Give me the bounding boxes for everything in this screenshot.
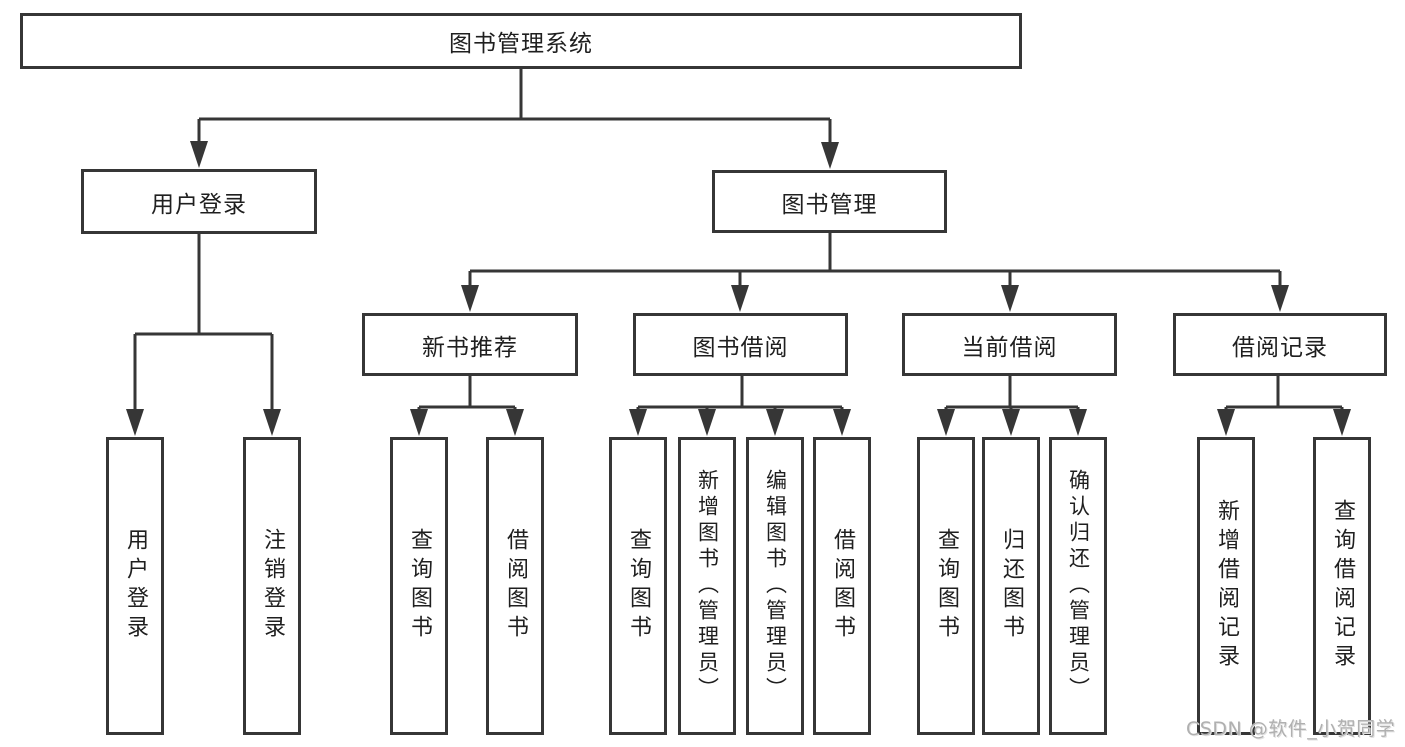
arrowheads	[126, 141, 1351, 436]
csdn-watermark: CSDN @软件_小贺同学	[1186, 718, 1396, 740]
leaf-borrow-books-borrowing: 借阅图书	[813, 437, 871, 735]
leaf-add-book-admin: 新增图书（管理员）	[678, 437, 736, 735]
leaf-edit-book-admin: 编辑图书（管理员）	[746, 437, 804, 735]
node-new-book-recommend: 新书推荐	[362, 313, 578, 376]
leaf-query-borrow-record: 查询借阅记录	[1313, 437, 1371, 735]
node-book-borrowing: 图书借阅	[633, 313, 848, 376]
node-book-management: 图书管理	[712, 170, 947, 233]
leaf-query-books-recommend: 查询图书	[390, 437, 448, 735]
leaf-query-books-borrowing: 查询图书	[609, 437, 667, 735]
connector-paths	[133, 69, 1344, 414]
leaf-add-borrow-record: 新增借阅记录	[1197, 437, 1255, 735]
leaf-logout: 注销登录	[243, 437, 301, 735]
leaf-return-books: 归还图书	[982, 437, 1040, 735]
node-system-root: 图书管理系统	[20, 13, 1022, 69]
leaf-confirm-return-admin: 确认归还（管理员）	[1049, 437, 1107, 735]
leaf-query-books-current: 查询图书	[917, 437, 975, 735]
node-user-login: 用户登录	[81, 169, 317, 234]
node-borrowing-records: 借阅记录	[1173, 313, 1387, 376]
node-current-borrowing: 当前借阅	[902, 313, 1117, 376]
leaf-borrow-books-recommend: 借阅图书	[486, 437, 544, 735]
leaf-user-login: 用户登录	[106, 437, 164, 735]
